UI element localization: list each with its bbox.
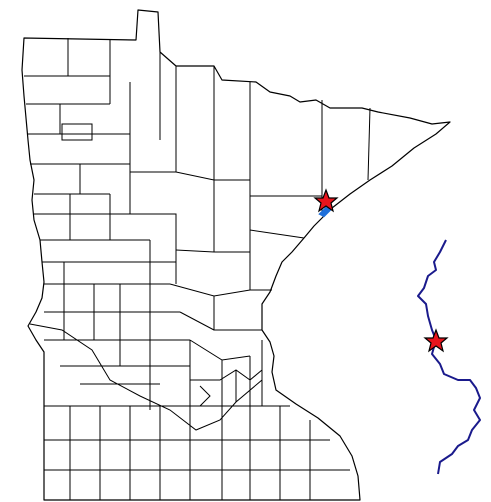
river-line [417,239,481,475]
state-outline [21,9,451,501]
county-boundaries [24,38,371,500]
lake-superior-accent [318,206,332,218]
marker-duluth [313,188,339,213]
marker-river [423,328,449,353]
